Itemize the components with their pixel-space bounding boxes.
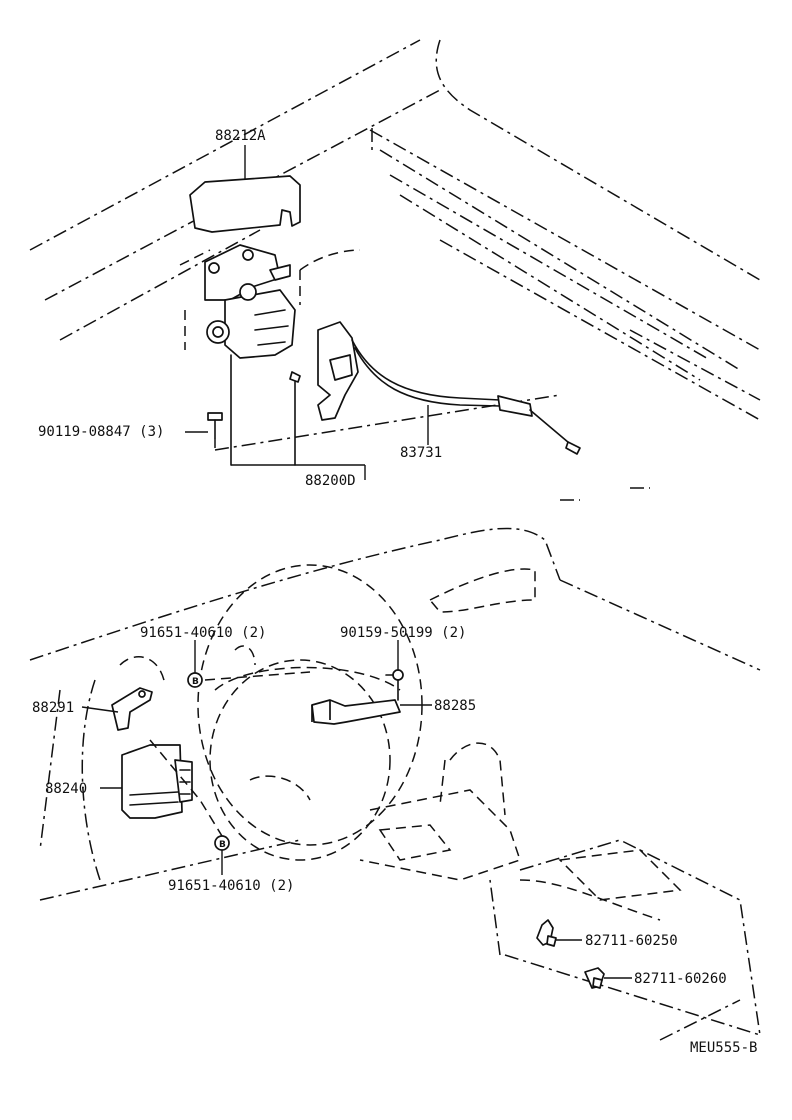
svg-text:B: B xyxy=(192,677,199,687)
label-88240: 88240 xyxy=(45,781,87,797)
bolt-90119 xyxy=(207,412,223,450)
svg-text:B: B xyxy=(219,840,226,850)
module-88240 xyxy=(121,744,193,819)
label-83731: 83731 xyxy=(400,445,442,461)
label-88200D: 88200D xyxy=(305,473,356,489)
bracket-88291 xyxy=(111,687,153,731)
label-88285: 88285 xyxy=(434,698,476,714)
label-82711-60260: 82711-60260 xyxy=(634,971,727,987)
screw-90159 xyxy=(385,669,404,681)
lower-leaders xyxy=(81,640,632,979)
switch-88285 xyxy=(311,671,401,725)
label-88212A: 88212A xyxy=(215,128,266,144)
label-91651-bottom: 91651-40610 (2) xyxy=(168,878,294,894)
cable-83731 xyxy=(317,321,581,455)
cover-88212A xyxy=(189,175,301,233)
actuator-88200D xyxy=(204,244,301,466)
label-90119: 90119-08847 (3) xyxy=(38,424,164,440)
marker-b-top: B xyxy=(187,672,203,688)
dashboard-outline xyxy=(29,527,761,1041)
label-91651-top: 91651-40610 (2) xyxy=(140,625,266,641)
marker-b-bottom: B xyxy=(214,835,230,851)
label-88291: 88291 xyxy=(32,700,74,716)
label-82711-60250: 82711-60250 xyxy=(585,933,678,949)
clip-82711-60250 xyxy=(536,919,557,947)
label-90159: 90159-50199 (2) xyxy=(340,625,466,641)
upper-leaders xyxy=(185,145,429,480)
diagram-code: MEU555-B xyxy=(690,1040,757,1056)
clip-82711-60260 xyxy=(584,967,605,989)
